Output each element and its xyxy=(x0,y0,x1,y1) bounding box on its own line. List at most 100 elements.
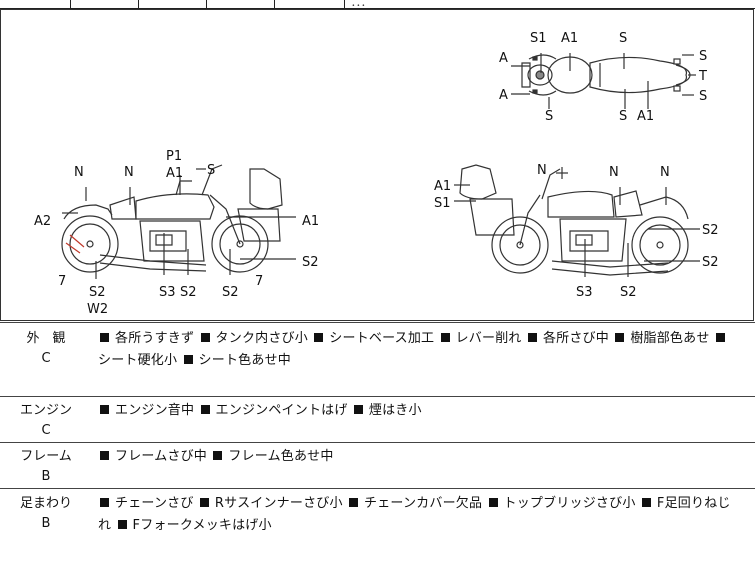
condition-item: トップブリッジさび小 xyxy=(503,496,636,511)
category-name: エンジン xyxy=(19,403,72,418)
bullet-square-icon xyxy=(615,333,625,342)
damage-label: N xyxy=(609,165,619,180)
top-cell: ．．． xyxy=(344,0,755,9)
condition-item: 各所うすきず xyxy=(115,331,195,346)
category-name: 足まわり xyxy=(19,496,72,511)
condition-items: 各所うすきず タンク内さび小 シートベース加工 レバー削れ 各所さび中 樹脂部色… xyxy=(98,328,741,372)
bullet-square-icon xyxy=(715,333,725,342)
bullet-square-icon xyxy=(183,355,193,364)
damage-label: S2 xyxy=(620,285,637,300)
condition-items: チェーンさび Rサスインナーさび小 チェーンカバー欠品 トップブリッジさび小 F… xyxy=(98,493,741,537)
top-cell xyxy=(138,0,207,8)
damage-label: N xyxy=(74,165,84,180)
category-grade: C xyxy=(41,351,51,366)
bullet-square-icon xyxy=(488,498,498,507)
condition-row-engine: エンジン C エンジン音中 エンジンペイントはげ 煙はき小 xyxy=(0,396,755,443)
damage-label: A1 xyxy=(166,166,183,181)
condition-item: エンジンペイントはげ xyxy=(215,403,348,418)
damage-label: S2 xyxy=(702,255,719,270)
condition-row-frame: フレーム B フレームさび中 フレーム色あせ中 xyxy=(0,442,755,489)
condition-item: シート硬化小 xyxy=(98,353,178,368)
damage-label: A1 xyxy=(434,179,451,194)
condition-label: フレーム B xyxy=(0,447,92,487)
category-grade: C xyxy=(41,423,51,438)
category-grade: B xyxy=(41,469,51,484)
damage-label: W2 xyxy=(87,302,108,317)
motorcycle-right-side-view xyxy=(454,164,700,277)
bullet-square-icon xyxy=(199,498,209,507)
damage-label: A1 xyxy=(637,109,654,124)
condition-label: 外 観 C xyxy=(0,329,92,369)
bullet-square-icon xyxy=(117,520,127,529)
condition-item: レバー削れ xyxy=(455,331,522,346)
category-name: フレーム xyxy=(20,449,72,464)
damage-label: 7 xyxy=(255,274,263,289)
bullet-square-icon xyxy=(200,405,210,414)
condition-item: チェーンさび xyxy=(115,496,194,511)
damage-label: N xyxy=(124,165,134,180)
damage-diagram: S1 A1 S A A S S A1 S T S xyxy=(0,9,754,321)
damage-label: A1 xyxy=(302,214,319,229)
condition-item: Fフォークメッキはげ小 xyxy=(132,518,272,533)
damage-label: S1 xyxy=(434,196,451,211)
category-name: 外 観 xyxy=(26,331,66,346)
bullet-square-icon xyxy=(353,405,363,414)
damage-label: A1 xyxy=(561,31,578,46)
damage-label: S xyxy=(545,109,553,124)
condition-items: エンジン音中 エンジンペイントはげ 煙はき小 xyxy=(98,400,741,422)
top-table-strip: ．．． xyxy=(0,0,755,9)
condition-items: フレームさび中 フレーム色あせ中 xyxy=(98,446,741,468)
condition-item: Rサスインナーさび小 xyxy=(214,496,343,511)
condition-item: シートベース加工 xyxy=(329,331,435,346)
condition-item: 樹脂部色あせ xyxy=(630,331,710,346)
damage-label: A xyxy=(499,51,508,66)
bullet-square-icon xyxy=(527,333,537,342)
motorcycle-top-view xyxy=(511,53,696,109)
bullet-square-icon xyxy=(641,498,651,507)
condition-item: フレームさび中 xyxy=(115,449,208,464)
damage-label: S3 xyxy=(159,285,176,300)
left-view-labels: P1 A1 S N N A2 A1 7 S2 W2 S3 S2 S2 7 S2 xyxy=(34,149,319,317)
condition-label: 足まわり B xyxy=(0,494,92,534)
bullet-square-icon xyxy=(349,498,359,507)
bullet-square-icon xyxy=(100,498,109,507)
damage-label: A2 xyxy=(34,214,51,229)
damage-label: S2 xyxy=(302,255,319,270)
top-view-labels: S1 A1 S A A S S A1 S T S xyxy=(499,31,707,124)
condition-item: F足回りねじれ xyxy=(98,496,731,533)
damage-label: N xyxy=(660,165,670,180)
damage-label: S2 xyxy=(180,285,197,300)
top-cell xyxy=(206,0,275,8)
damage-label: N xyxy=(537,163,547,178)
bullet-square-icon xyxy=(100,405,109,414)
condition-row-suspension: 足まわり B チェーンさび Rサスインナーさび小 チェーンカバー欠品 トップブリ… xyxy=(0,488,755,562)
bullet-square-icon xyxy=(100,451,109,460)
bullet-square-icon xyxy=(213,451,223,460)
damage-label: S2 xyxy=(89,285,106,300)
condition-item: 各所さび中 xyxy=(542,331,609,346)
condition-label: エンジン C xyxy=(0,401,92,441)
damage-label: T xyxy=(698,69,707,84)
bullet-square-icon xyxy=(440,333,450,342)
damage-label: S xyxy=(619,31,627,46)
bullet-square-icon xyxy=(200,333,210,342)
bullet-square-icon xyxy=(100,333,109,342)
damage-label: S1 xyxy=(530,31,547,46)
damage-label: S xyxy=(207,163,215,178)
damage-label: P1 xyxy=(166,149,182,164)
right-view-labels: N A1 S1 N N S2 S2 S3 S2 xyxy=(434,163,719,300)
condition-row-exterior: 外 観 C 各所うすきず タンク内さび小 シートベース加工 レバー削れ 各所さび… xyxy=(0,322,755,397)
damage-label: S3 xyxy=(576,285,593,300)
damage-label: 7 xyxy=(58,274,66,289)
damage-label: S xyxy=(699,49,707,64)
condition-item: チェーンカバー欠品 xyxy=(364,496,483,511)
top-cell xyxy=(274,0,345,8)
top-cell-text: ．．． xyxy=(351,0,371,9)
damage-label: A xyxy=(499,88,508,103)
damage-label: S xyxy=(619,109,627,124)
condition-item: シート色あせ中 xyxy=(198,353,291,368)
damage-label: S xyxy=(699,89,707,104)
damage-label: S2 xyxy=(222,285,239,300)
condition-item: フレーム色あせ中 xyxy=(228,449,334,464)
damage-label: S2 xyxy=(702,223,719,238)
